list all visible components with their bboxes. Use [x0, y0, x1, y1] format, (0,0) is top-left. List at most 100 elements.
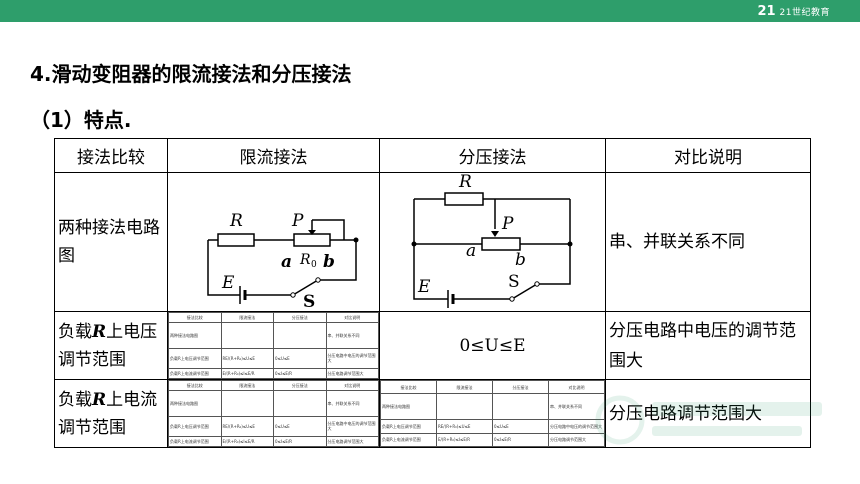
mini-cell: 负载R上电压调节范围	[168, 348, 222, 369]
resistor-r	[444, 192, 484, 206]
mini-cell: E/(R+R₀)≤I≤E/R	[220, 435, 274, 447]
mini-header: 分压接法	[273, 380, 327, 392]
row-label-current-pre: 负载	[58, 389, 92, 410]
mini-cell: 0≤I≤E/R	[273, 367, 327, 379]
limiting-circuit-diagram: R P a R 0 b E S	[207, 211, 359, 311]
mini-table-thumbnail: 接法比较限流接法分压接法对比说明 两种接法电路图 串、并联关系不同 负载R上电压调…	[168, 312, 379, 379]
mini-cell: 两种接法电路图	[168, 390, 222, 418]
mini-header: 限流接法	[220, 380, 274, 392]
label-s: S	[508, 272, 520, 292]
label-a: a	[466, 241, 476, 261]
limiting-voltage-cell: 接法比较限流接法分压接法对比说明 两种接法电路图 串、并联关系不同 负载R上电压调…	[167, 311, 380, 380]
divider-voltage-range: 0≤U≤E	[379, 311, 606, 380]
mini-cell: 分压电路调节范围大	[325, 367, 379, 379]
mini-cell: 0≤U≤E	[492, 419, 549, 434]
mini-header: 限流接法	[436, 380, 493, 395]
logo-mark: 21	[757, 3, 776, 19]
mini-cell: 0≤I≤E/R	[492, 432, 549, 447]
comparison-table: 接法比较 限流接法 分压接法 对比说明 两种接法电路图	[54, 138, 811, 448]
slider-arrow	[491, 231, 499, 237]
mini-cell: 负载R上电压调节范围	[380, 419, 437, 434]
mini-cell: 0≤I≤E/R	[273, 435, 327, 447]
label-a: a	[281, 252, 292, 272]
row-label-circuit: 两种接法电路图	[54, 172, 168, 312]
slider-arrow	[308, 230, 316, 235]
table-row-current: 负载R上电流调节范围 接法比较限流接法分压接法对比说明 两种接法电路图串、并联关…	[54, 379, 811, 448]
mini-header: 接法比较	[168, 380, 222, 392]
row-label-voltage-post: 上电压调节范围	[58, 321, 158, 370]
row-label-voltage-pre: 负载	[58, 321, 92, 342]
mini-header: 限流接法	[220, 312, 274, 324]
row-label-voltage: 负载R上电压调节范围	[54, 311, 168, 380]
label-b: b	[515, 250, 526, 270]
label-r: R	[458, 173, 472, 192]
header-cell-divider: 分压接法	[379, 138, 606, 173]
divider-circuit-cell: R P a b E S	[379, 172, 606, 312]
limiting-circuit-cell: R P a R 0 b E S	[167, 172, 380, 312]
mini-header: 对比说明	[548, 380, 605, 395]
row-label-current: 负载R上电流调节范围	[54, 379, 168, 448]
mini-cell: 负载R上电流调节范围	[168, 435, 222, 447]
divider-circuit-diagram: R P a b E S	[411, 173, 573, 308]
mini-cell: E/(R+R₀)≤I≤E/R	[436, 432, 493, 447]
label-r0: R	[299, 252, 311, 268]
mini-header: 对比说明	[325, 312, 379, 324]
comparison-current: 分压电路调节范围大	[605, 379, 811, 448]
mini-cell: 0≤U≤E	[273, 348, 327, 369]
comparison-voltage: 分压电路中电压的调节范围大	[605, 311, 811, 380]
rheostat-r0	[293, 233, 331, 247]
mini-header: 对比说明	[325, 380, 379, 392]
mini-cell: 分压电路中电压的调节范围大	[325, 416, 379, 437]
mini-cell: 分压电路调节范围大	[325, 435, 379, 447]
mini-header: 分压接法	[492, 380, 549, 395]
mini-table-thumbnail: 接法比较限流接法分压接法对比说明 两种接法电路图 串、并联关系不同 负载R上电压调…	[168, 380, 379, 447]
mini-cell: 分压电路调节范围大	[548, 432, 605, 447]
mini-cell: 分压电路中电压的调节范围大	[325, 348, 379, 369]
limiting-current-cell: 接法比较限流接法分压接法对比说明 两种接法电路图 串、并联关系不同 负载R上电压调…	[167, 379, 380, 448]
mini-cell: 负载R上电压调节范围	[168, 416, 222, 437]
top-banner: 21 21世纪教育	[0, 0, 860, 22]
mini-cell: 两种接法电路图	[380, 393, 437, 421]
divider-current-cell: 接法比较限流接法分压接法对比说明 两种接法电路图 串、并联关系不同 负载R上电压调…	[379, 379, 606, 448]
row-label-current-var: R	[92, 389, 107, 410]
table-row-circuit: 两种接法电路图	[54, 172, 811, 312]
resistor-r	[217, 233, 255, 247]
divider-voltage-range-text: 0≤U≤E	[459, 335, 526, 356]
mini-cell: 串、并联关系不同	[548, 393, 605, 421]
rheostat	[481, 237, 521, 251]
label-p: P	[291, 211, 304, 231]
mini-cell: 串、并联关系不同	[325, 390, 379, 418]
comparison-circuit: 串、并联关系不同	[605, 172, 811, 312]
table-row-voltage: 负载R上电压调节范围 接法比较限流接法分压接法对比说明 两种接法电路图 串、并联关…	[54, 311, 811, 380]
mini-cell: RE/(R+R₀)≤U≤E	[436, 419, 493, 434]
logo-text: 21世纪教育	[779, 7, 830, 18]
mini-cell: RE/(R+R₀)≤U≤E	[220, 348, 274, 369]
section-heading: 4.滑动变阻器的限流接法和分压接法	[30, 62, 352, 86]
mini-cell: E/(R+R₀)≤I≤E/R	[220, 367, 274, 379]
mini-cell: 0≤U≤E	[273, 416, 327, 437]
table-header-row: 接法比较 限流接法 分压接法 对比说明	[54, 138, 811, 173]
mini-header: 接法比较	[168, 312, 222, 324]
header-cell-notes: 对比说明	[605, 138, 811, 173]
switch-s	[511, 283, 538, 300]
mini-cell: 负载R上电流调节范围	[380, 432, 437, 447]
logo: 21 21世纪教育	[757, 2, 830, 20]
mini-cell: 串、并联关系不同	[325, 322, 379, 350]
label-e: E	[221, 273, 235, 293]
label-p: P	[501, 214, 514, 234]
label-r0-sub: 0	[311, 260, 317, 270]
switch-s	[292, 279, 319, 296]
section-subheading: （1）特点.	[30, 108, 132, 132]
mini-cell: 两种接法电路图	[168, 322, 222, 350]
watermark-logo	[595, 395, 822, 445]
row-label-voltage-var: R	[92, 321, 107, 342]
header-cell-comparison: 接法比较	[54, 138, 168, 173]
label-b: b	[323, 252, 335, 272]
mini-header: 分压接法	[273, 312, 327, 324]
mini-header: 接法比较	[380, 380, 437, 395]
mini-cell: 负载R上电流调节范围	[168, 367, 222, 379]
mini-table-thumbnail: 接法比较限流接法分压接法对比说明 两种接法电路图 串、并联关系不同 负载R上电压调…	[380, 380, 605, 447]
label-e: E	[417, 277, 431, 297]
label-r: R	[229, 211, 243, 231]
mini-cell: RE/(R+R₀)≤U≤E	[220, 416, 274, 437]
